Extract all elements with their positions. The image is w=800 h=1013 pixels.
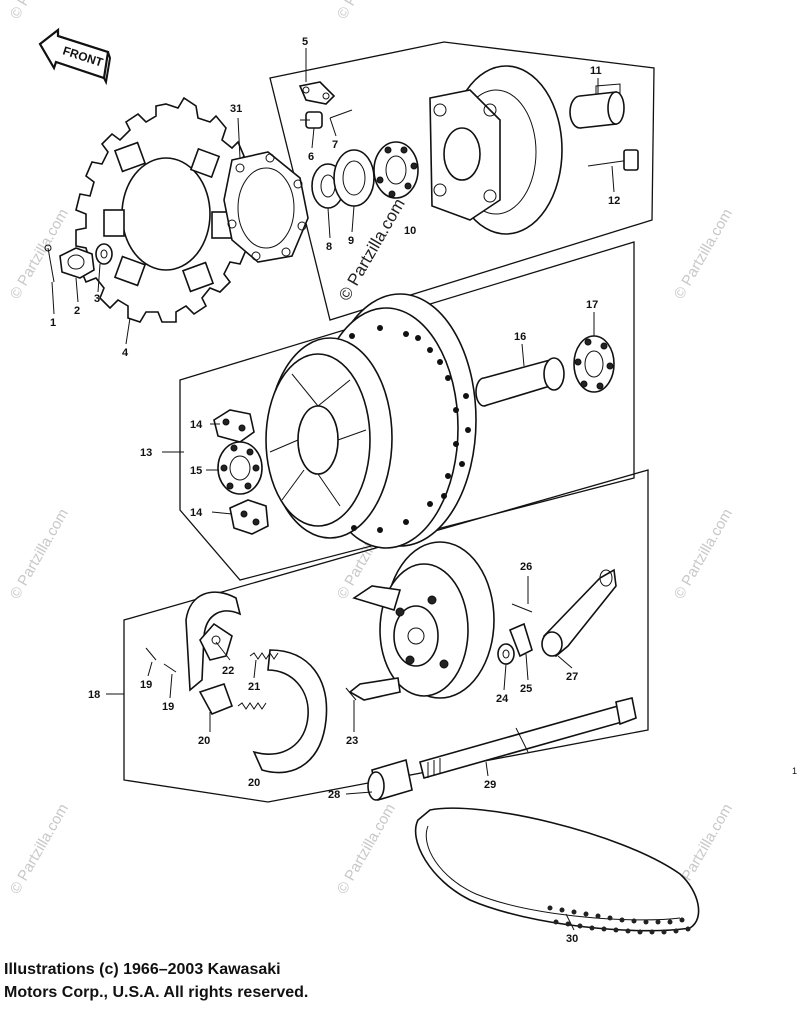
front-arrow-icon: FRONT — [38, 27, 112, 86]
rear-axle — [419, 697, 637, 779]
callout-10: 10 — [404, 225, 416, 237]
callout-30: 30 — [566, 933, 578, 945]
callout-7: 7 — [332, 139, 338, 151]
brake-camshaft — [345, 677, 401, 701]
callout-1: 1 — [50, 317, 56, 329]
callout-3: 3 — [94, 293, 100, 305]
brake-shoe-lower — [252, 649, 328, 774]
edge-mark: 1 — [792, 766, 797, 776]
callout-12: 12 — [608, 195, 620, 207]
wear-indicator — [508, 622, 533, 658]
callout-9: 9 — [348, 235, 354, 247]
washer — [95, 243, 113, 265]
callout-2: 2 — [74, 305, 80, 317]
copyright-line-2: Motors Corp., U.S.A. All rights reserved… — [4, 984, 309, 1001]
callout-18: 18 — [88, 689, 100, 701]
wheel-bearing — [217, 441, 263, 495]
callout-4: 4 — [122, 347, 129, 359]
callout-20: 20 — [198, 735, 210, 747]
callout-11: 11 — [590, 65, 602, 77]
watermark: © Partzilla.com — [7, 801, 72, 897]
brake-spring-lower — [237, 702, 267, 710]
cam-washer — [497, 643, 515, 665]
callout-14: 14 — [190, 419, 203, 431]
sprocket-hub — [429, 65, 563, 235]
callout-23: 23 — [346, 735, 358, 747]
hub-bearing — [373, 141, 419, 199]
copyright-footer: Illustrations (c) 1966–2003 Kawasaki Mot… — [4, 958, 504, 1004]
lock-plate — [298, 81, 336, 105]
watermark: © Partzilla.com — [7, 0, 72, 22]
callout-21: 21 — [248, 681, 260, 693]
callout-16: 16 — [514, 331, 526, 343]
watermark-main: © Partzilla.com — [335, 195, 409, 304]
callout-28: 28 — [328, 789, 340, 801]
drive-chain — [414, 807, 700, 935]
callout-labels: 1 2 3 4 5 6 7 8 9 10 11 12 13 14 14 15 1… — [50, 36, 797, 945]
watermark: © Partzilla.com — [7, 206, 72, 302]
callout-19: 19 — [162, 701, 174, 713]
hub-collar — [569, 83, 625, 129]
stud-bolt — [329, 109, 353, 119]
callout-6: 6 — [308, 151, 314, 163]
hub-panel-border — [269, 41, 655, 321]
rear-sprocket — [75, 96, 253, 323]
rubber-damper-upper — [213, 409, 255, 443]
watermark: © Partzilla.com — [334, 801, 399, 897]
callout-31: 31 — [230, 103, 242, 115]
leader-lines — [51, 48, 615, 931]
callout-29: 29 — [484, 779, 496, 791]
wheel-bearing-right — [573, 335, 615, 393]
shoe-link-plate — [198, 682, 234, 716]
lever-bolt — [511, 603, 533, 613]
callout-19: 19 — [140, 679, 152, 691]
callout-24: 24 — [496, 693, 509, 705]
callout-13: 13 — [140, 447, 152, 459]
watermark: © Partzilla.com — [671, 506, 736, 602]
brake-cam-lever — [541, 568, 617, 658]
axle-collar — [367, 758, 413, 802]
callout-15: 15 — [190, 465, 202, 477]
callout-17: 17 — [586, 299, 598, 311]
callout-26: 26 — [520, 561, 532, 573]
callout-8: 8 — [326, 241, 332, 253]
callout-22: 22 — [222, 665, 234, 677]
rubber-damper-lower — [229, 499, 269, 535]
spacer-collar — [333, 149, 375, 207]
watermark: © Partzilla.com — [671, 206, 736, 302]
callout-14: 14 — [190, 507, 203, 519]
sprocket-gasket — [223, 151, 309, 263]
watermark: © Partzilla.com — [334, 0, 399, 22]
hub-nut — [300, 111, 323, 129]
axle-spacer — [475, 357, 565, 407]
callout-25: 25 — [520, 683, 532, 695]
brake-panel — [352, 541, 495, 699]
brake-pins — [145, 647, 177, 673]
watermark: © Partzilla.com — [7, 506, 72, 602]
callout-5: 5 — [302, 36, 308, 48]
rear-wheel-hub — [265, 293, 477, 549]
castle-nut — [59, 247, 95, 279]
callout-27: 27 — [566, 671, 578, 683]
callout-20: 20 — [248, 777, 260, 789]
cotter-pin — [44, 244, 55, 283]
copyright-line-1: Illustrations (c) 1966–2003 Kawasaki — [4, 961, 281, 978]
brake-spring-upper — [249, 652, 279, 660]
hub-bolt — [587, 149, 639, 171]
